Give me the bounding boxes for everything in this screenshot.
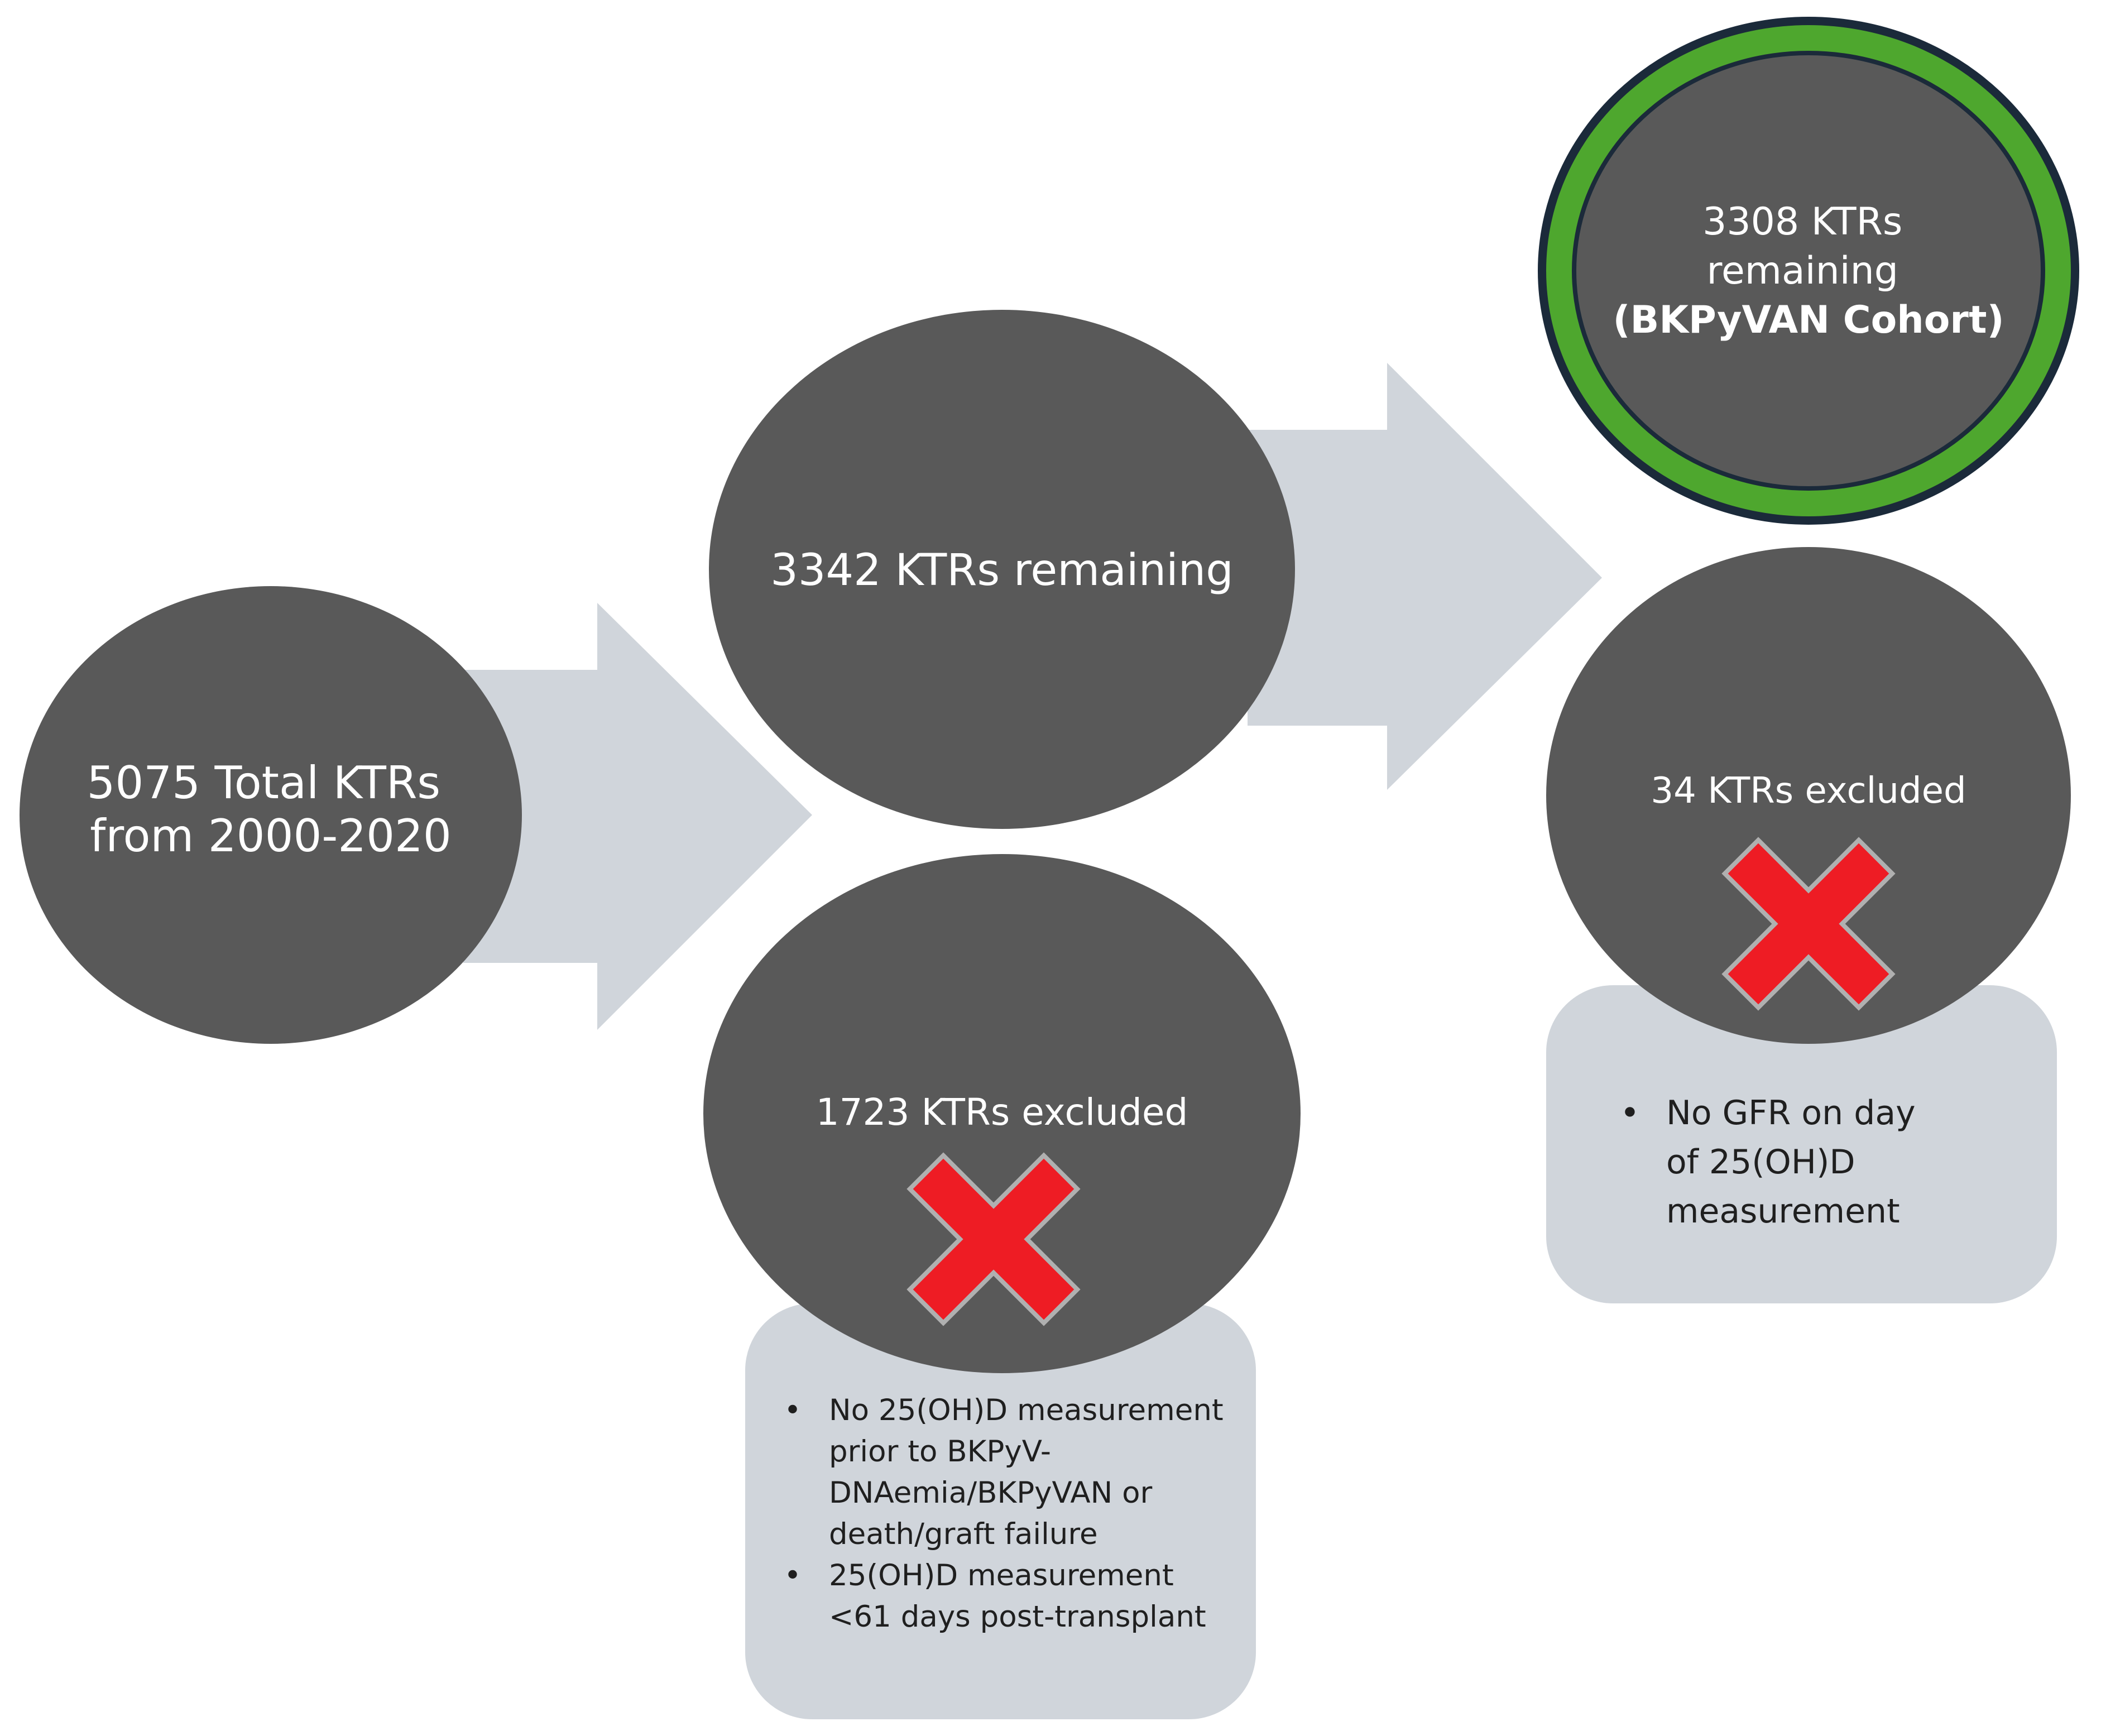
node-total-line2: from 2000-2020 bbox=[90, 810, 452, 862]
list-item: No 25(OH)D measurement prior to BKPyV-DN… bbox=[781, 1390, 1239, 1555]
node-cohort-line2: remaining bbox=[1707, 249, 1898, 293]
node-total-text: 5075 Total KTRs from 2000-2020 bbox=[87, 757, 454, 862]
node-remaining-text: 3342 KTRs remaining bbox=[770, 545, 1234, 596]
node-total-line1: 5075 Total KTRs bbox=[87, 757, 440, 809]
node-excluded-2-circle bbox=[1546, 547, 2071, 1044]
node-excluded-1-circle bbox=[703, 854, 1301, 1373]
x-mark-icon bbox=[1721, 837, 1896, 1011]
exclusion-note-left: No 25(OH)D measurement prior to BKPyV-DN… bbox=[781, 1390, 1239, 1638]
node-cohort-text: 3308 KTRs remaining (BKPyVAN Cohort) bbox=[1613, 200, 2004, 342]
exclusion-list-left: No 25(OH)D measurement prior to BKPyV-DN… bbox=[781, 1390, 1239, 1638]
list-item: No GFR on day of 25(OH)D measurement bbox=[1619, 1088, 1954, 1236]
x-mark-icon bbox=[906, 1152, 1081, 1326]
node-excluded-1-text: 1723 KTRs excluded bbox=[816, 1091, 1188, 1134]
node-remaining-circle bbox=[709, 310, 1295, 829]
flow-arrow-1 bbox=[463, 603, 812, 1030]
flow-arrow-2 bbox=[1248, 363, 1602, 790]
exclusion-note-right: No GFR on day of 25(OH)D measurement bbox=[1619, 1088, 1954, 1236]
node-cohort-circle bbox=[1572, 51, 2045, 491]
node-cohort-line3: (BKPyVAN Cohort) bbox=[1613, 298, 2004, 342]
node-total-circle bbox=[20, 586, 522, 1044]
node-cohort-line1: 3308 KTRs bbox=[1702, 200, 1902, 244]
node-excluded-2-text: 34 KTRs excluded bbox=[1651, 770, 1966, 812]
list-item: 25(OH)D measurement <61 days post-transp… bbox=[781, 1555, 1239, 1638]
exclusion-list-right: No GFR on day of 25(OH)D measurement bbox=[1619, 1088, 1954, 1236]
